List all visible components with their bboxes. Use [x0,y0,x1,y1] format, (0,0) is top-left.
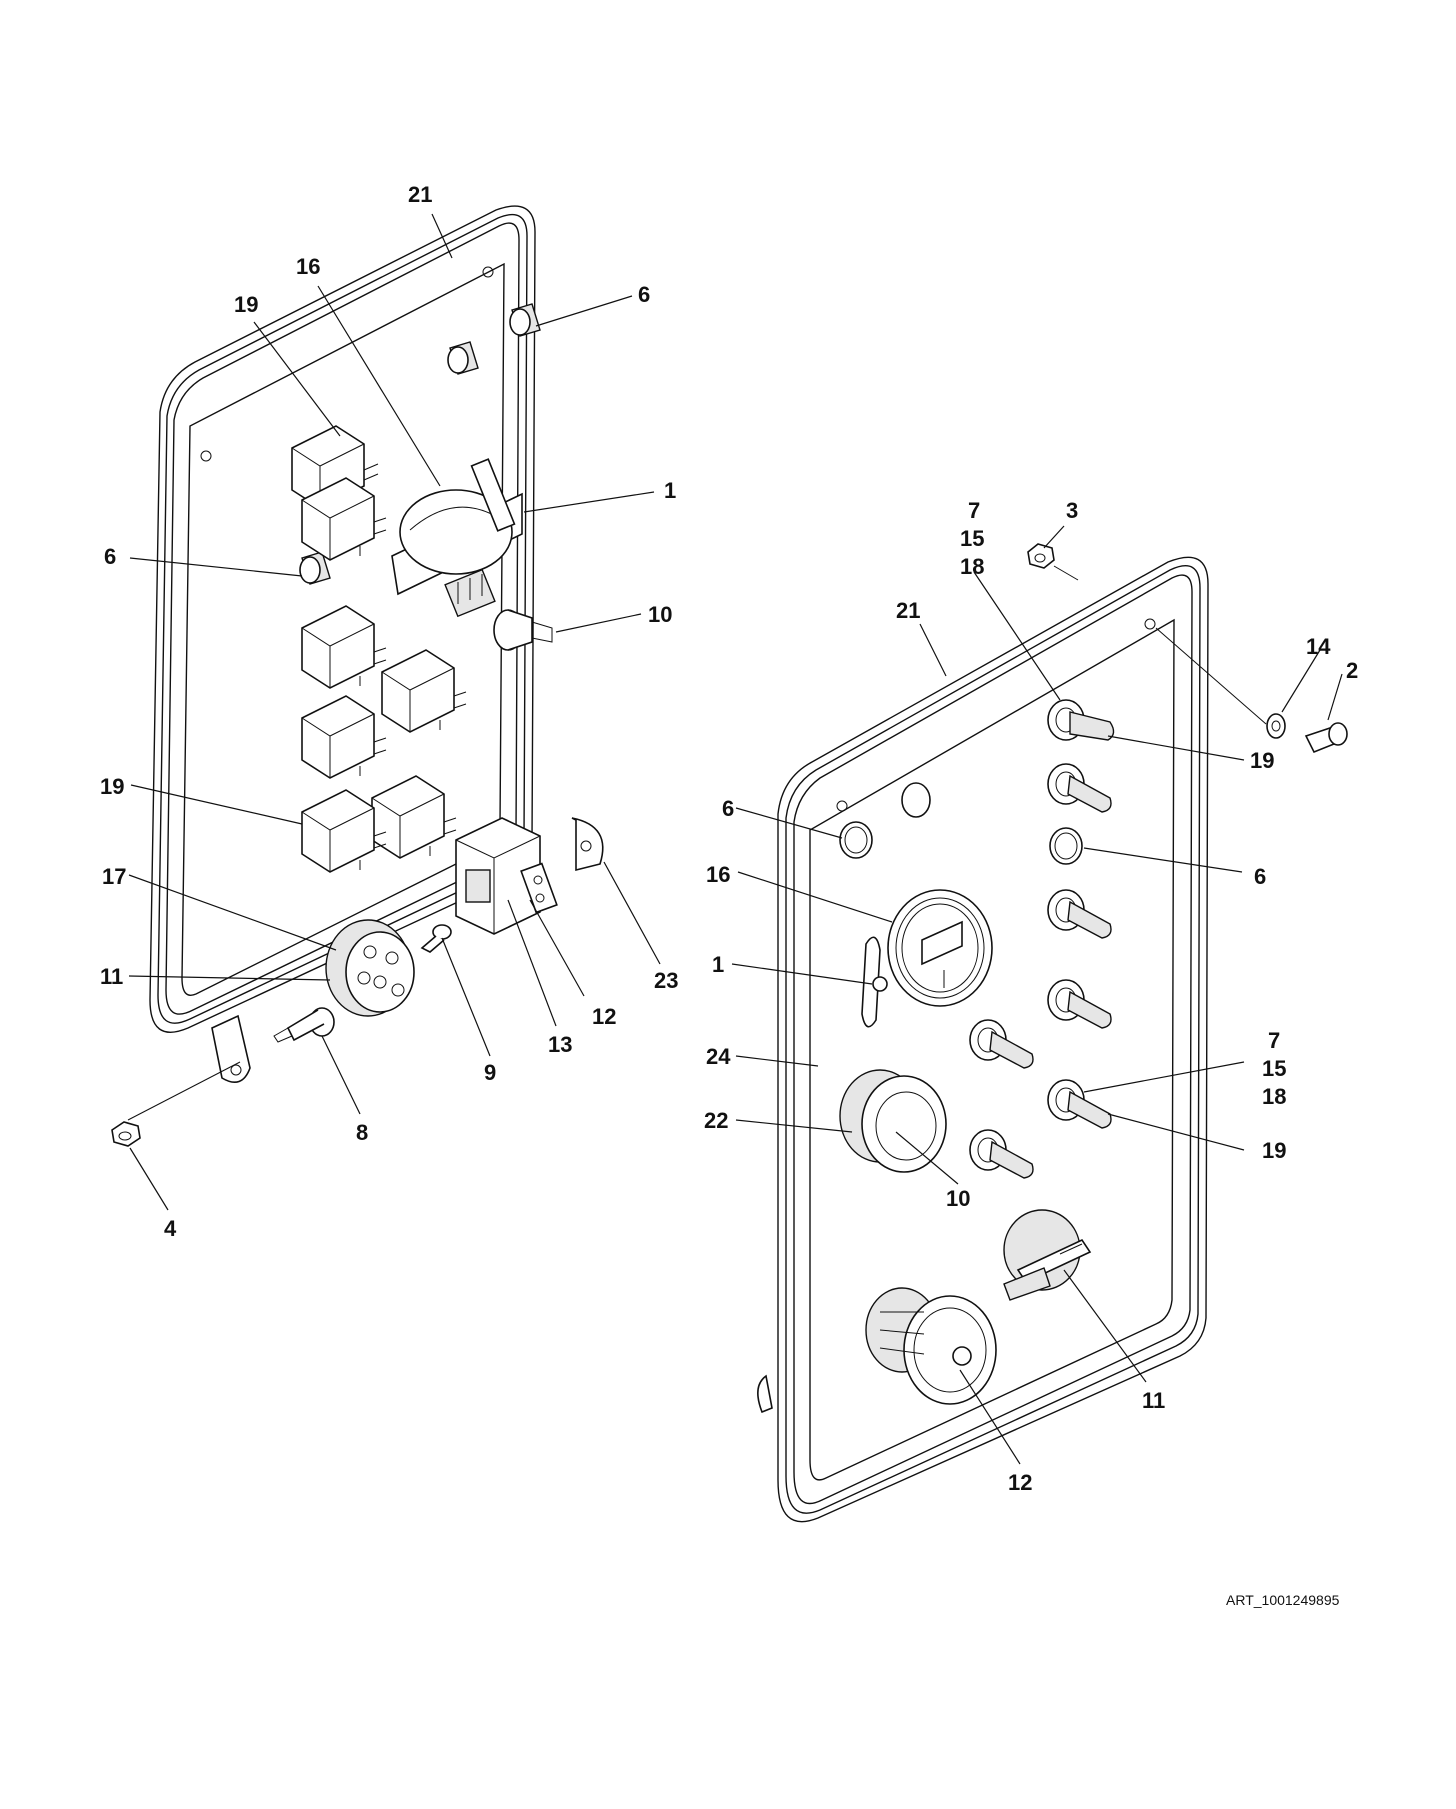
washer-part [1266,713,1286,739]
leader-lines [128,213,1343,1465]
callout-19: 19 [234,292,258,317]
bracket-part [571,817,604,872]
left-panel-components [111,303,604,1147]
callout-2: 2 [1346,658,1358,683]
ground-lug-part [211,1014,251,1084]
callout-19: 19 [100,774,124,799]
callout-3: 3 [1066,498,1078,523]
nut-part [1027,543,1055,569]
callout-14: 14 [1306,634,1331,659]
callout-labels: 21 16 19 6 1 6 10 19 17 11 23 12 13 9 8 … [100,182,1358,1608]
toggle-switch-part [969,699,1115,1179]
right-panel-frame [757,556,1209,1523]
callout-16: 16 [706,862,730,887]
callout-12: 12 [592,1004,616,1029]
callout-16: 16 [296,254,320,279]
callout-7: 7 [968,498,980,523]
callout-22: 22 [704,1108,728,1133]
callout-18: 18 [960,554,984,579]
key-switch-part [1003,1209,1092,1301]
bushing-part [299,303,541,585]
nut-part [111,1121,141,1147]
hour-meter-part [391,458,523,618]
hour-meter-front-part [887,889,993,1007]
callout-15: 15 [960,526,984,551]
callout-6: 6 [722,796,734,821]
callout-21: 21 [896,598,920,623]
push-button-part [839,1069,947,1173]
callout-7: 7 [1268,1028,1280,1053]
callout-4: 4 [164,1216,177,1241]
callout-1: 1 [664,478,676,503]
callout-10: 10 [946,1186,970,1211]
callout-6: 6 [638,282,650,307]
indicator-part [861,936,888,1028]
callout-17: 17 [102,864,126,889]
callout-12: 12 [1008,1470,1032,1495]
right-panel-components [839,543,1348,1405]
contact-block-part [455,817,558,935]
callout-15: 15 [1262,1056,1286,1081]
hole-plug-part [901,782,931,818]
callout-19: 19 [1250,748,1274,773]
callout-9: 9 [484,1060,496,1085]
callout-6: 6 [104,544,116,569]
callout-10: 10 [648,602,672,627]
art-id: ART_1001249895 [1226,1592,1340,1608]
push-button-rear-part [493,609,553,651]
callout-11: 11 [1142,1388,1165,1413]
key-switch-rear-part [325,919,415,1017]
callout-18: 18 [1262,1084,1286,1109]
relay-part [291,425,467,873]
callout-13: 13 [548,1032,572,1057]
stud-part [273,1007,335,1043]
callout-23: 23 [654,968,678,993]
callout-19: 19 [1262,1138,1286,1163]
callout-8: 8 [356,1120,368,1145]
screw-part [420,924,452,953]
bolt-part [1304,722,1348,754]
callout-21: 21 [408,182,432,207]
emergency-stop-part [865,1287,997,1405]
callout-1: 1 [712,952,724,977]
callout-11: 11 [100,964,123,989]
callout-6: 6 [1254,864,1266,889]
callout-24: 24 [706,1044,731,1069]
